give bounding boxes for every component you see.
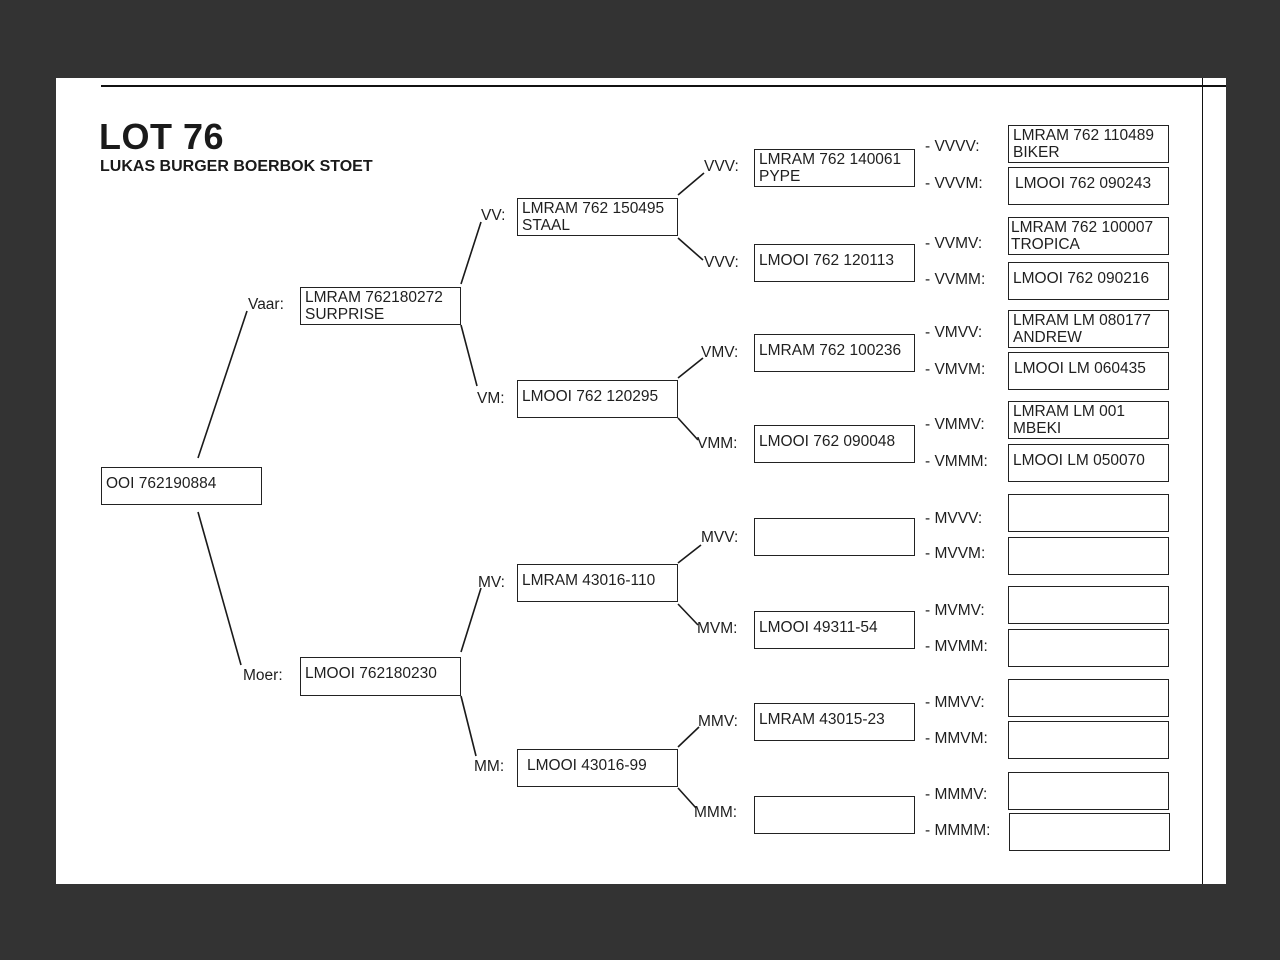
vv-label: VV: — [481, 207, 506, 224]
vm-box: LMOOI 762 120295 — [517, 380, 678, 418]
vmvm-id: LMOOI LM 060435 — [1014, 360, 1146, 377]
breeder-subtitle: LUKAS BURGER BOERBOK STOET — [100, 158, 373, 175]
vvv-id: LMRAM 762 140061 — [759, 151, 902, 168]
vvmv-id: LMRAM 762 100007 — [1011, 219, 1154, 236]
vmmm-label: - VMMM: — [925, 453, 988, 470]
mvvm-box — [1008, 537, 1169, 575]
vvvv-id: LMRAM 762 110489 — [1013, 127, 1155, 144]
vmv-label: VMV: — [701, 344, 739, 361]
vmm-id: LMOOI 762 090048 — [759, 433, 896, 450]
mm-box: LMOOI 43016-99 — [517, 749, 678, 787]
vmm-label: VMM: — [697, 435, 738, 452]
vvv-label: VVV: — [704, 158, 739, 175]
mmv-label: MMV: — [698, 713, 738, 730]
vvvm-label: - VVVM: — [925, 175, 983, 192]
moer-label: Moer: — [243, 667, 283, 684]
mmvm-label: - MMVM: — [925, 730, 988, 747]
vvm-id: LMOOI 762 120113 — [759, 252, 894, 269]
lot-title: LOT 76 — [99, 116, 225, 157]
vvmm-box: LMOOI 762 090216 — [1008, 262, 1169, 300]
mvv-box — [754, 518, 915, 556]
moer-id: LMOOI 762180230 — [305, 665, 437, 682]
animal-id: OOI 762190884 — [106, 475, 217, 492]
mv-id: LMRAM 43016-110 — [522, 572, 656, 589]
vvv-name: PYPE — [759, 168, 801, 185]
vvmm-label: - VVMM: — [925, 271, 986, 288]
mvm-label: MVM: — [697, 620, 738, 637]
mvmv-label: - MVMV: — [925, 602, 985, 619]
vmvm-label: - VMVM: — [925, 361, 986, 378]
mm-id: LMOOI 43016-99 — [527, 757, 647, 774]
vvmm-id: LMOOI 762 090216 — [1013, 270, 1150, 287]
vmv-box: LMRAM 762 100236 — [754, 334, 915, 372]
vvmv-label: - VVMV: — [925, 235, 983, 252]
vm-id: LMOOI 762 120295 — [522, 388, 659, 405]
mvmv-box — [1008, 586, 1169, 624]
top-rule — [101, 85, 1226, 87]
animal-id-box: OOI 762190884 — [101, 467, 262, 505]
mvm-id: LMOOI 49311-54 — [759, 619, 878, 636]
vmvm-box: LMOOI LM 060435 — [1008, 352, 1169, 390]
vvvm-box: LMOOI 762 090243 — [1008, 167, 1169, 205]
vm-label: VM: — [477, 390, 505, 407]
vmvv-label: - VMVV: — [925, 324, 983, 341]
mvv-label: MVV: — [701, 529, 739, 546]
vaar-id: LMRAM 762180272 — [305, 289, 443, 306]
vvm-box: LMOOI 762 120113 — [754, 244, 915, 282]
moer-box: LMOOI 762180230 — [300, 657, 461, 696]
vv-name: STAAL — [522, 217, 570, 234]
vaar-label: Vaar: — [248, 296, 284, 313]
vv-id: LMRAM 762 150495 — [522, 200, 665, 217]
mvm-box: LMOOI 49311-54 — [754, 611, 915, 649]
mvvm-label: - MVVM: — [925, 545, 986, 562]
mmm-label: MMM: — [694, 804, 738, 821]
vmmv-label: - VMMV: — [925, 416, 985, 433]
vmm-box: LMOOI 762 090048 — [754, 425, 915, 463]
mmm-box — [754, 796, 915, 834]
mmmm-label: - MMMM: — [925, 822, 991, 839]
vvvm-id: LMOOI 762 090243 — [1015, 175, 1152, 192]
right-rule — [1202, 78, 1203, 884]
vvvv-label: - VVVV: — [925, 138, 980, 155]
mvmm-label: - MVMM: — [925, 638, 988, 655]
vmmv-id: LMRAM LM 001 — [1013, 403, 1125, 420]
mv-box: LMRAM 43016-110 — [517, 564, 678, 602]
vvvv-name: BIKER — [1013, 144, 1060, 161]
vaar-name: SURPRISE — [305, 306, 385, 323]
vmvv-id: LMRAM LM 080177 — [1013, 312, 1151, 329]
mmvm-box — [1008, 721, 1169, 759]
mmvv-label: - MMVV: — [925, 694, 985, 711]
vmv-id: LMRAM 762 100236 — [759, 342, 902, 359]
mmmv-label: - MMMV: — [925, 786, 988, 803]
mvvv-label: - MVVV: — [925, 510, 983, 527]
mv-label: MV: — [478, 574, 505, 591]
vmmv-name: MBEKI — [1013, 420, 1062, 437]
mmv-id: LMRAM 43015-23 — [759, 711, 885, 728]
mmmv-box — [1008, 772, 1169, 810]
mmv-box: LMRAM 43015-23 — [754, 703, 915, 741]
vmmm-id: LMOOI LM 050070 — [1013, 452, 1145, 469]
mvvv-box — [1008, 494, 1169, 532]
mmmm-box — [1009, 813, 1170, 851]
mvmm-box — [1008, 629, 1169, 667]
vvm-label: VVV: — [704, 254, 739, 271]
mmvv-box — [1008, 679, 1169, 717]
mm-label: MM: — [474, 758, 505, 775]
vvmv-name: TROPICA — [1011, 236, 1080, 253]
vmvv-name: ANDREW — [1013, 329, 1082, 346]
vmmm-box: LMOOI LM 050070 — [1008, 444, 1169, 482]
